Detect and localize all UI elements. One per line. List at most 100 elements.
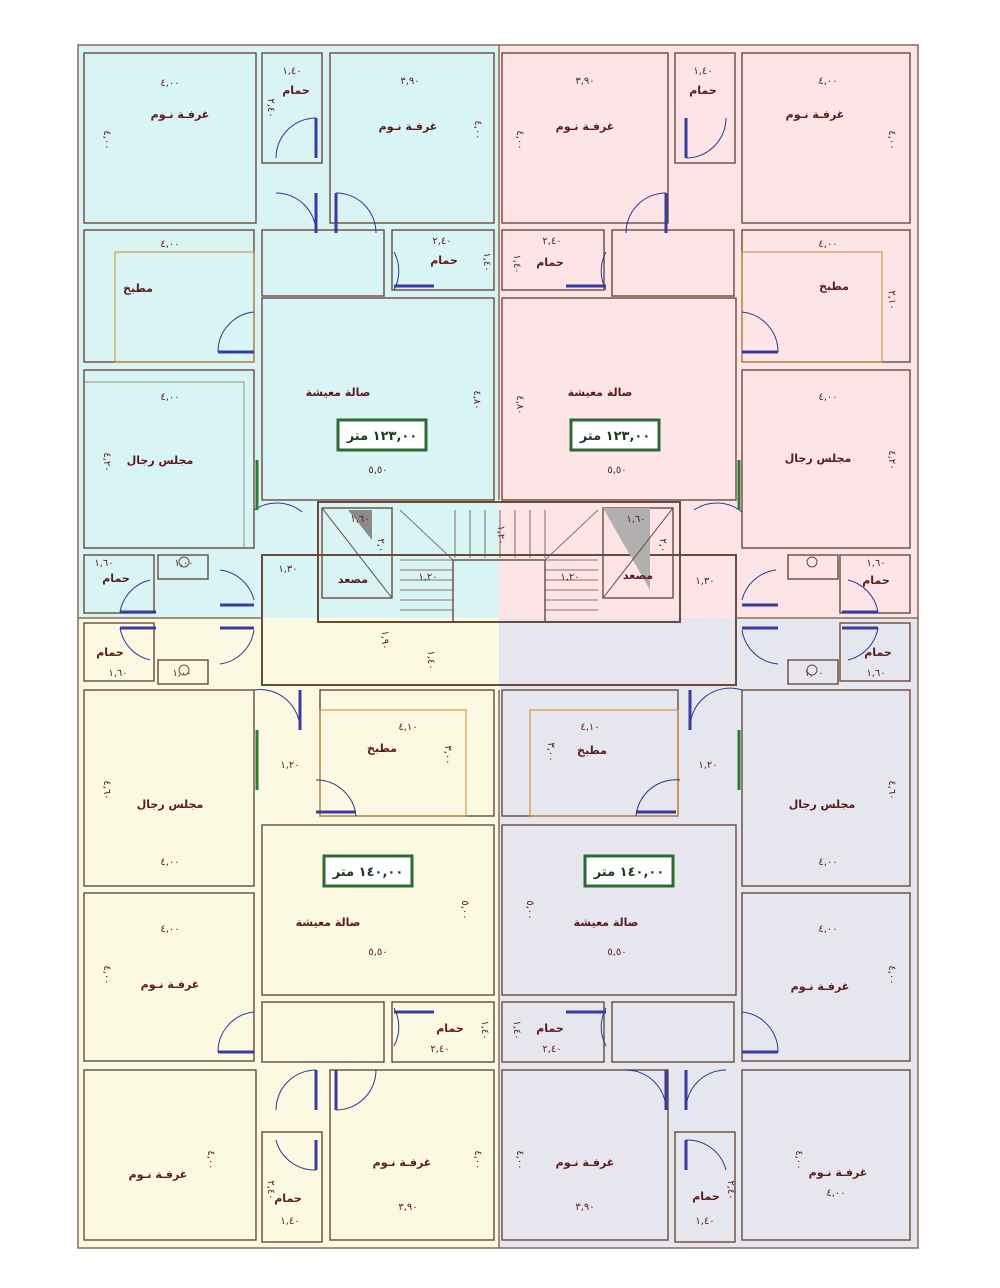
tr-majlis-dim: ٤,٠٠ <box>818 392 837 403</box>
bl-kitchen-dim: ٤,١٠ <box>398 722 417 733</box>
tl-majlis-label: مجلس رجال <box>127 454 194 467</box>
bl-bath-3-dim: ١,٤٠ <box>280 1216 299 1227</box>
bl-bedroom-2-label: غرفـة نـوم <box>129 1168 188 1181</box>
bl-bath-3-dim-v: ٢,٤٠ <box>265 1180 276 1199</box>
br-bath-2-label: حمام <box>536 1022 564 1035</box>
br-bath-1-dim-2: ١,٠٠ <box>804 668 823 679</box>
tr-majlis-label: مجلس رجال <box>785 452 852 465</box>
br-bedroom-1-dim: ٤,٠٠ <box>818 924 837 935</box>
br-bedroom-3-dim: ٤,٠٠ <box>826 1188 845 1199</box>
br-bedroom-3-label: غرفـة نـوم <box>809 1166 868 1179</box>
br-kitchen-dim-v: ٣,٠٠ <box>545 742 556 761</box>
bl-bath-3-label: حمام <box>274 1192 302 1205</box>
tl-living-dim: ٥,٥٠ <box>368 465 387 476</box>
elevator-left-dim: ١,٦٠ <box>350 514 369 525</box>
tl-bath-2-dim-v: ١,٤٠ <box>481 252 492 271</box>
bl-area-text: ١٤٠,٠٠ متر <box>332 865 404 880</box>
tl-area-box: ١٢٣,٠٠ متر <box>336 418 428 452</box>
br-bath-1-dim: ١,٦٠ <box>866 668 885 679</box>
br-kitchen-counter <box>529 709 679 817</box>
corridor-dim-left: ١,٣٠ <box>278 564 297 575</box>
br-area-text: ١٤٠,٠٠ متر <box>593 865 665 880</box>
tl-majlis-dim-v: ٤,٢٠ <box>101 452 112 471</box>
bl-bedroom-3-dim-v: ٤,٠٠ <box>472 1150 483 1169</box>
unit-bottom-left <box>78 618 499 1248</box>
br-bath-2-dim-v: ١,٤٠ <box>511 1020 522 1039</box>
tl-majlis-dim: ٤,٠٠ <box>160 392 179 403</box>
top-left-kitchen-counter <box>114 251 255 363</box>
bl-bath-1-dim-2: ١,٠٠ <box>172 668 191 679</box>
bl-living-label: صالة معيشة <box>296 916 361 929</box>
tr-bedroom-1-dim-v: ٤,٠٠ <box>514 130 525 149</box>
br-kitchen-dim: ٤,١٠ <box>580 722 599 733</box>
bl-majlis-dim: ٤,٠٠ <box>160 857 179 868</box>
stair-dim-top: ١,٢٠ <box>495 525 506 544</box>
elevator-left-dim-v: ٢,٠٠ <box>375 538 386 557</box>
tl-bath-1-dim: ١,٤٠ <box>282 66 301 77</box>
bl-bath-1-dim: ١,٦٠ <box>108 668 127 679</box>
tl-kitchen-dim: ٤,٠٠ <box>160 239 179 250</box>
tl-bedroom-1-label: غرفـة نـوم <box>151 108 210 121</box>
bl-majlis-label: مجلس رجال <box>137 798 204 811</box>
toilets <box>178 556 818 676</box>
bl-bedroom-1-label: غرفـة نـوم <box>141 978 200 991</box>
bl-bedroom-3-dim: ٣,٩٠ <box>398 1202 417 1213</box>
tl-bedroom-2-dim-v: ٤,٠٠ <box>472 120 483 139</box>
bl-bath-2-dim-v: ١,٤٠ <box>479 1020 490 1039</box>
unit-top-right <box>499 45 918 618</box>
br-bedroom-1-label: غرفـة نـوم <box>791 980 850 993</box>
tl-bedroom-2-dim: ٣,٩٠ <box>400 76 419 87</box>
tr-majlis-dim-v: ٤,٢٠ <box>886 450 897 469</box>
tl-bath-1-dim-v: ٢,٤٠ <box>265 98 276 117</box>
tr-kitchen-dim: ٤,٠٠ <box>818 239 837 250</box>
bl-living-dim-v: ٥,٠٠ <box>459 900 470 919</box>
tr-bedroom-1-dim: ٣,٩٠ <box>575 76 594 87</box>
br-majlis-dim-v: ٤,٦٠ <box>886 780 897 799</box>
elevator-right-label: مصعد <box>623 569 653 582</box>
br-bedroom-2-dim-v: ٤,٠٠ <box>514 1150 525 1169</box>
bl-kitchen-dim-v: ٣,٠٠ <box>442 745 453 764</box>
bl-bedroom-1-dim-v: ٤,٠٠ <box>101 965 112 984</box>
bl-bath-2-dim: ٢,٤٠ <box>430 1044 449 1055</box>
tl-bath-2-label: حمام <box>430 254 458 267</box>
tl-bath-2-dim: ٢,٤٠ <box>432 236 451 247</box>
top-right-kitchen-counter <box>741 251 883 363</box>
bl-corridor-dim: ١,٢٠ <box>280 760 299 771</box>
tl-kitchen-label: مطبخ <box>123 282 153 295</box>
br-majlis-dim: ٤,٠٠ <box>818 857 837 868</box>
tr-kitchen-dim-v: ٢,١٠ <box>886 290 897 309</box>
br-area-box: ١٤٠,٠٠ متر <box>583 854 675 888</box>
br-bath-2-dim: ٢,٤٠ <box>542 1044 561 1055</box>
tr-bedroom-2-dim: ٤,٠٠ <box>818 76 837 87</box>
stair-well <box>452 559 546 623</box>
tr-area-box: ١٢٣,٠٠ متر <box>569 418 661 452</box>
br-living-label: صالة معيشة <box>574 916 639 929</box>
elevator-right-dim-v: ٢,٠٠ <box>657 538 668 557</box>
br-bath-3-dim: ١,٤٠ <box>695 1216 714 1227</box>
bl-living-dim: ٥,٥٠ <box>368 947 387 958</box>
br-bath-1-label: حمام <box>864 646 892 659</box>
elevator-left-label: مصعد <box>338 573 368 586</box>
building-outline <box>77 44 919 1249</box>
tl-living-label: صالة معيشة <box>306 386 371 399</box>
bl-bedroom-2-dim-v: ٤,٠٠ <box>205 1150 216 1169</box>
bl-kitchen-counter <box>319 709 467 817</box>
bl-kitchen-label: مطبخ <box>367 742 397 755</box>
stair-dim-right: ١,٢٠ <box>560 572 579 583</box>
br-bath-3-label: حمام <box>692 1190 720 1203</box>
unit-bottom-right <box>499 618 918 1248</box>
tl-area-text: ١٢٣,٠٠ متر <box>346 429 418 444</box>
tr-bath-1-dim: ١,٤٠ <box>693 66 712 77</box>
br-bedroom-2-dim: ٣,٩٠ <box>575 1202 594 1213</box>
tr-bath-1-label: حمام <box>689 84 717 97</box>
tr-bath-3-label: حمام <box>862 574 890 587</box>
corridor-dim-v2: ١,٤٠ <box>425 650 436 669</box>
windows <box>255 460 741 790</box>
tr-bath-2-label: حمام <box>536 256 564 269</box>
tl-bath-3-dim-2: ١,٠٠ <box>174 558 193 569</box>
unit-top-left-walls <box>83 52 495 614</box>
elevator-right-shade <box>603 508 650 590</box>
stair-dim-left: ١,٢٠ <box>418 572 437 583</box>
tr-bedroom-1-label: غرفـة نـوم <box>556 120 615 133</box>
br-bedroom-2-label: غرفـة نـوم <box>556 1156 615 1169</box>
